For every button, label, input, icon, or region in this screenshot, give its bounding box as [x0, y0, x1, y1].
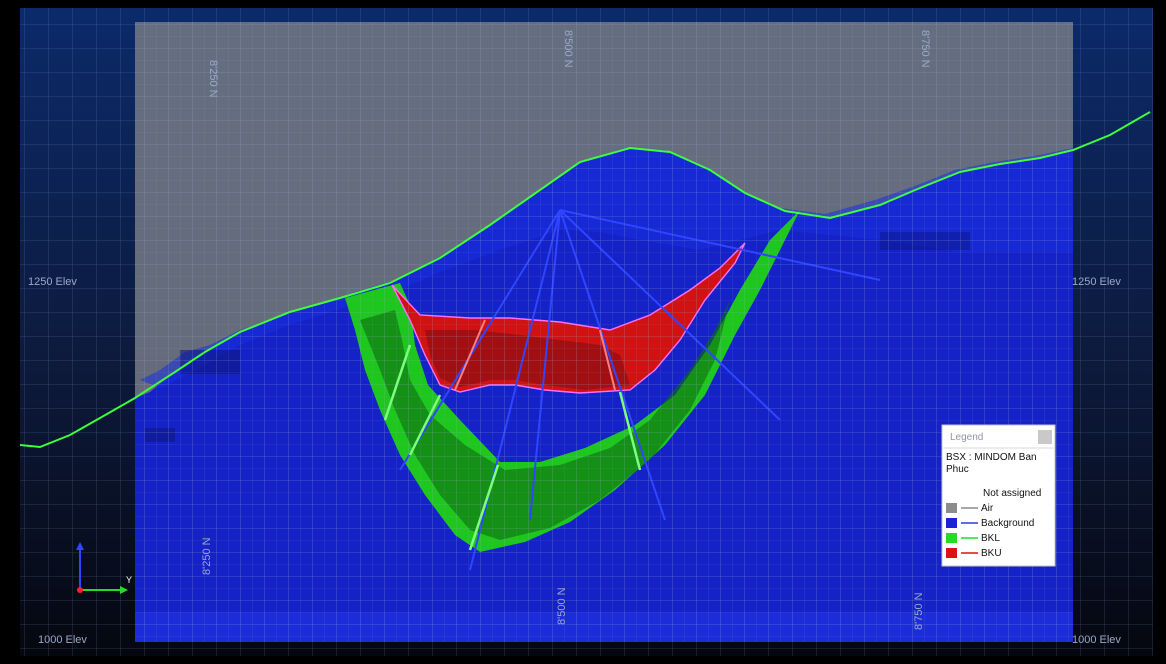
northing-label-bottom: 8'750 N — [913, 592, 925, 630]
legend-item-air: Air — [981, 503, 994, 514]
legend-item-not-assigned: Not assigned — [983, 488, 1041, 499]
northing-label-top: 8'750 N — [919, 30, 931, 68]
axis-triad[interactable]: Y — [76, 542, 132, 594]
legend-panel[interactable]: Legend BSX : MINDOM Ban Phuc Not assigne… — [941, 424, 1056, 567]
legend-item-bkl: BKL — [981, 533, 1000, 544]
elev-label-left-bottom: 1000 Elev — [38, 634, 87, 646]
northing-label-top: 8'250 N — [207, 60, 219, 98]
legend-swatch-background — [946, 518, 957, 528]
northing-label-top: 8'500 N — [562, 30, 574, 68]
legend-title: Legend — [950, 432, 983, 443]
northing-label-bottom: 8'500 N — [556, 587, 568, 625]
elev-label-right-bottom: 1000 Elev — [1072, 634, 1121, 646]
legend-swatch-bkl — [946, 533, 957, 543]
legend-swatch-bku — [946, 548, 957, 558]
elev-label-right-top: 1250 Elev — [1072, 276, 1121, 288]
triad-origin-icon — [77, 587, 83, 593]
legend-swatch-air — [946, 503, 957, 513]
northing-label-bottom: 8'250 N — [201, 537, 213, 575]
legend-item-bku: BKU — [981, 548, 1002, 559]
legend-collapse-icon[interactable] — [1038, 430, 1052, 444]
legend-model-name: BSX : MINDOM Ban — [946, 452, 1037, 463]
topography-line — [19, 111, 1151, 449]
elev-label-left-top: 1250 Elev — [28, 276, 77, 288]
legend-model-name-cont: Phuc — [946, 464, 969, 475]
legend-item-background: Background — [981, 518, 1034, 529]
triad-y-label: Y — [126, 575, 132, 585]
